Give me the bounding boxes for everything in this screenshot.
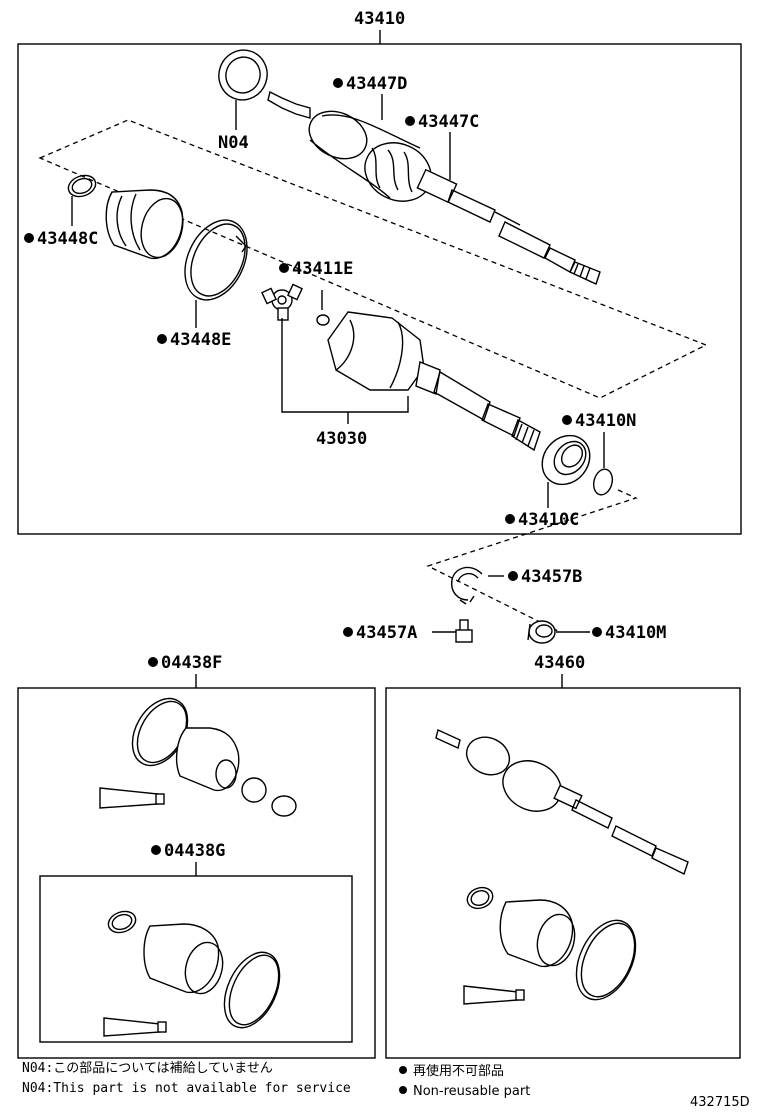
clamp-43448c-part[interactable] [65,172,98,200]
bullet-43410m [592,627,602,637]
snap-ring-part[interactable] [316,290,330,326]
snap-ring-43457b-part[interactable] [451,566,483,605]
label-43447d: 43447D [346,74,407,94]
label-04438f: 04438F [161,653,222,673]
legend-bullet-jp [399,1066,407,1074]
housing-43030-part[interactable] [327,311,541,452]
note-en: N04:This part is not available for servi… [22,1081,351,1096]
kit-04438f-parts[interactable] [99,689,297,817]
bullet-43448e [157,334,167,344]
bullet-43410c [505,514,515,524]
bullet-04438f [148,657,158,667]
kit-04438f-box [17,687,376,1059]
bolt-43457a-part[interactable] [455,619,473,643]
kit-04438g-parts[interactable] [103,908,291,1037]
legend-jp: 再使用不可部品 [413,1063,504,1079]
bullet-43447d [333,78,343,88]
label-43410m: 43410M [605,623,666,643]
bullet-43410n [562,415,572,425]
kit-04438g-box [39,875,353,1043]
label-43460: 43460 [534,653,585,673]
label-43410c: 43410C [518,510,579,530]
tripod-part[interactable] [261,283,303,321]
n04-ring-part[interactable] [212,43,274,106]
main-assembly-box [17,43,742,535]
assembly-43460-parts[interactable] [435,729,689,1009]
label-43457a: 43457A [356,623,417,643]
boot-part[interactable] [105,189,189,262]
bearing-43410c-part[interactable] [532,426,599,494]
label-43448e: 43448E [170,330,231,350]
legend-en: Non-reusable part [413,1084,530,1099]
bullet-43448c [24,233,34,243]
label-43030: 43030 [316,429,367,449]
n04-label: N04 [218,133,249,153]
bearing-43410m-part[interactable] [527,620,556,644]
label-43448c: 43448C [37,229,98,249]
bullet-43457a [343,627,353,637]
legend-bullet-en [399,1086,407,1094]
inner-dashed-outline [38,119,708,399]
clamp-43448e-part[interactable] [173,210,259,310]
label-04438g: 04438G [164,841,225,861]
label-43410n: 43410N [575,411,636,431]
outside-dashed-path [426,489,638,633]
bullet-43447c [405,116,415,126]
bullet-04438g [151,845,161,855]
assembly-label: 43410 [354,9,405,29]
diagram-id: 432715D [690,1095,750,1110]
note-jp: N04:この部品については補給していません [22,1061,273,1076]
bullet-43411e [279,263,289,273]
label-43447c: 43447C [418,112,479,132]
upper-drive-shaft-part[interactable] [267,90,601,285]
label-43411e: 43411E [292,259,353,279]
ring-43410n-part[interactable] [591,467,615,497]
label-43457b: 43457B [521,567,582,587]
assembly-43460-box [385,687,741,1059]
bullet-43457b [508,571,518,581]
